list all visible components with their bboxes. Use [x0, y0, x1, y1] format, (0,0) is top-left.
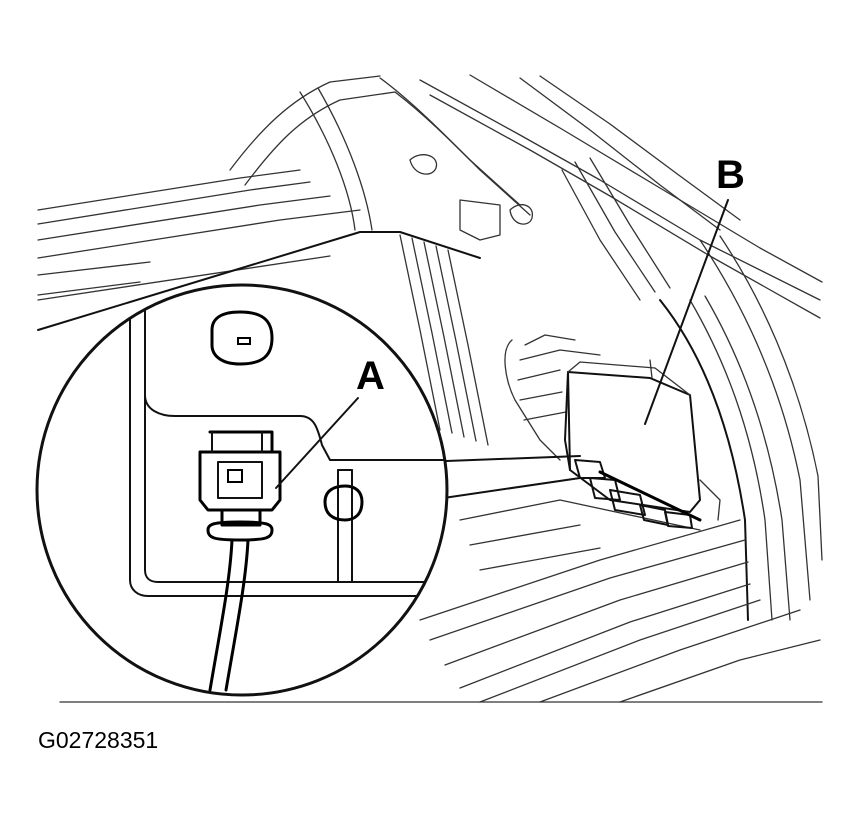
detail-projection-lines: [419, 455, 581, 501]
vehicle-body-lines: [37, 74, 823, 703]
leader-line-a: [275, 397, 359, 489]
detail-view: [35, 283, 449, 697]
leader-lines: [275, 199, 729, 489]
module-b-drawing: [564, 359, 721, 529]
leader-line-b: [644, 199, 729, 425]
callout-label-a: A: [356, 354, 385, 398]
figure-id: G02728351: [38, 727, 159, 753]
callout-label-b: B: [716, 153, 745, 197]
